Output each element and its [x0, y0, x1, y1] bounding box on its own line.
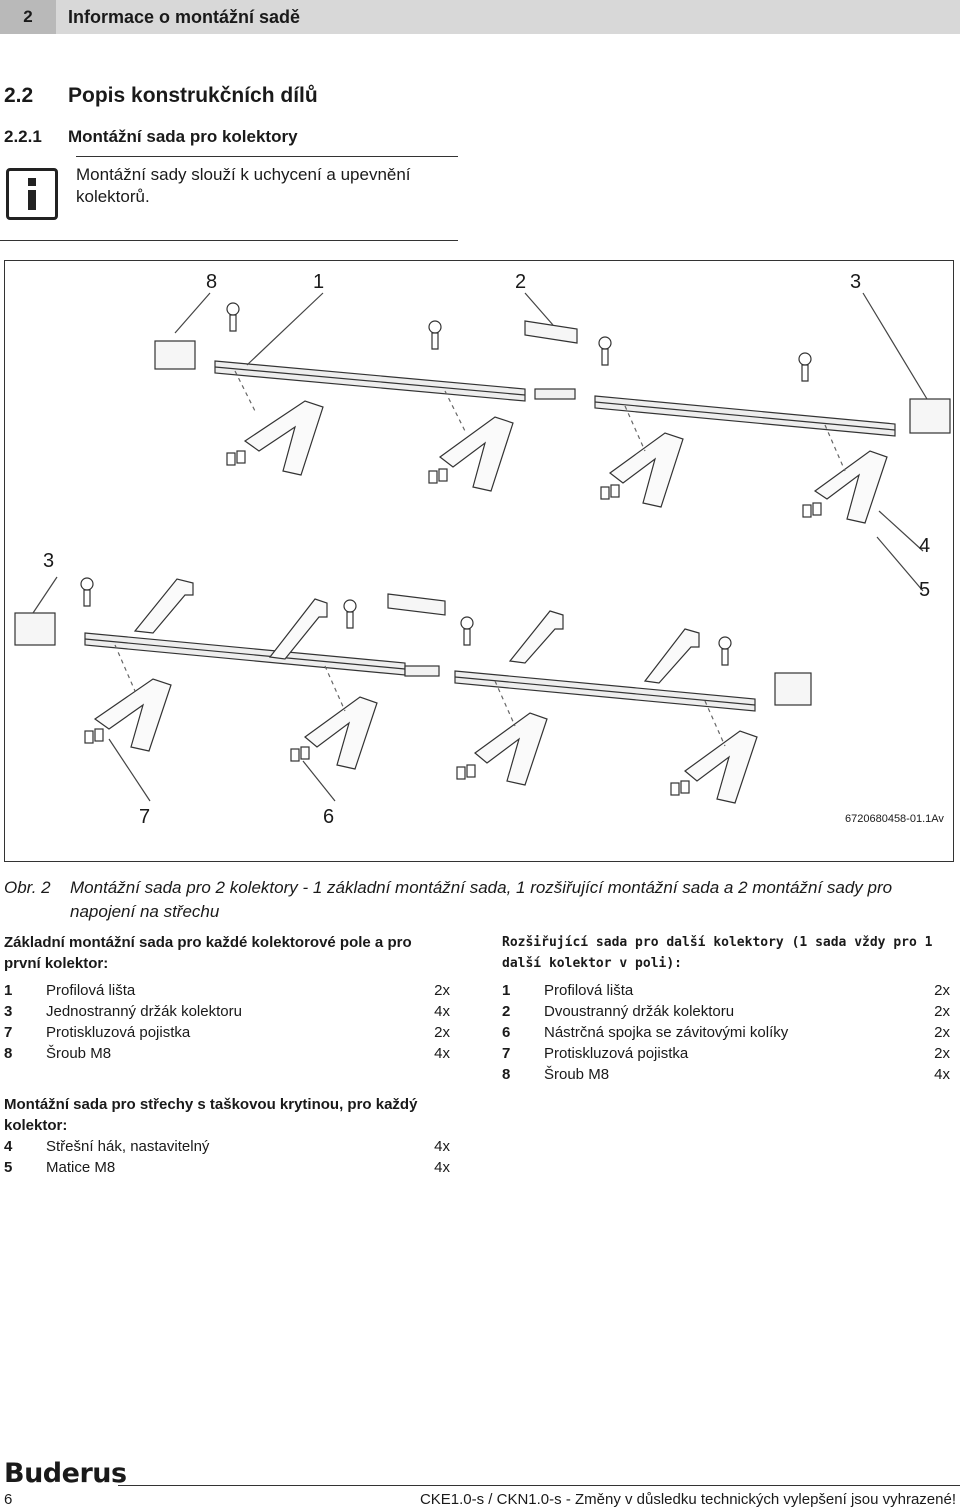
section-number: 2.2: [4, 84, 34, 107]
subsection-title: Montážní sada pro kolektory: [68, 127, 298, 146]
info-bottom-rule: [0, 240, 458, 241]
callout-4: 4: [919, 535, 931, 557]
header-bar: [0, 0, 960, 34]
info-top-rule: [76, 156, 458, 157]
page-number: 6: [4, 1491, 13, 1508]
subsection-number: 2.2.1: [4, 127, 42, 146]
figure-frame: 8 1 2 3 3 4 5 7 6 6720680458-01.1Av: [4, 260, 954, 862]
footer-rule: [118, 1485, 960, 1486]
roof-kit-title: Montážní sada pro střechy s taškovou kry…: [4, 1096, 418, 1134]
chapter-title: Informace o montážní sadě: [68, 7, 301, 27]
info-icon: [6, 168, 58, 220]
info-text: Montážní sady slouží k uchycení a upevně…: [76, 165, 411, 206]
mounting-kit-drawing: [14, 292, 951, 804]
extension-kit-title: Rozšiřující sada pro další kolektory (1 …: [502, 935, 933, 971]
basic-kit-list: Základní montážní sada pro každé kolekto…: [4, 932, 450, 1064]
callout-3-bottom: 3: [43, 550, 55, 572]
callout-6: 6: [323, 806, 335, 828]
brand-logo: Buderus: [4, 1458, 127, 1489]
figure-id: 6720680458-01.1Av: [845, 813, 944, 825]
basic-kit-title: Základní montážní sada pro každé kolekto…: [4, 934, 412, 972]
callout-8: 8: [206, 271, 218, 293]
callout-3-top: 3: [850, 271, 862, 293]
extension-kit-list: Rozšiřující sada pro další kolektory (1 …: [502, 932, 950, 1085]
footer-doc-text: CKE1.0-s / CKN1.0-s - Změny v důsledku t…: [419, 1491, 956, 1508]
callout-2: 2: [515, 271, 527, 293]
roof-kit-list: Montážní sada pro střechy s taškovou kry…: [4, 1094, 450, 1178]
figure-caption: Obr. 2 Montážní sada pro 2 kolektory - 1 …: [4, 876, 960, 924]
caption-label: Obr. 2: [4, 878, 51, 897]
callout-5: 5: [919, 579, 931, 601]
chapter-number: 2: [0, 0, 56, 34]
caption-text: Montážní sada pro 2 kolektory - 1 základ…: [70, 878, 893, 921]
section-title: Popis konstrukčních dílů: [68, 84, 318, 107]
callout-1: 1: [313, 271, 325, 293]
callout-7: 7: [139, 806, 151, 828]
